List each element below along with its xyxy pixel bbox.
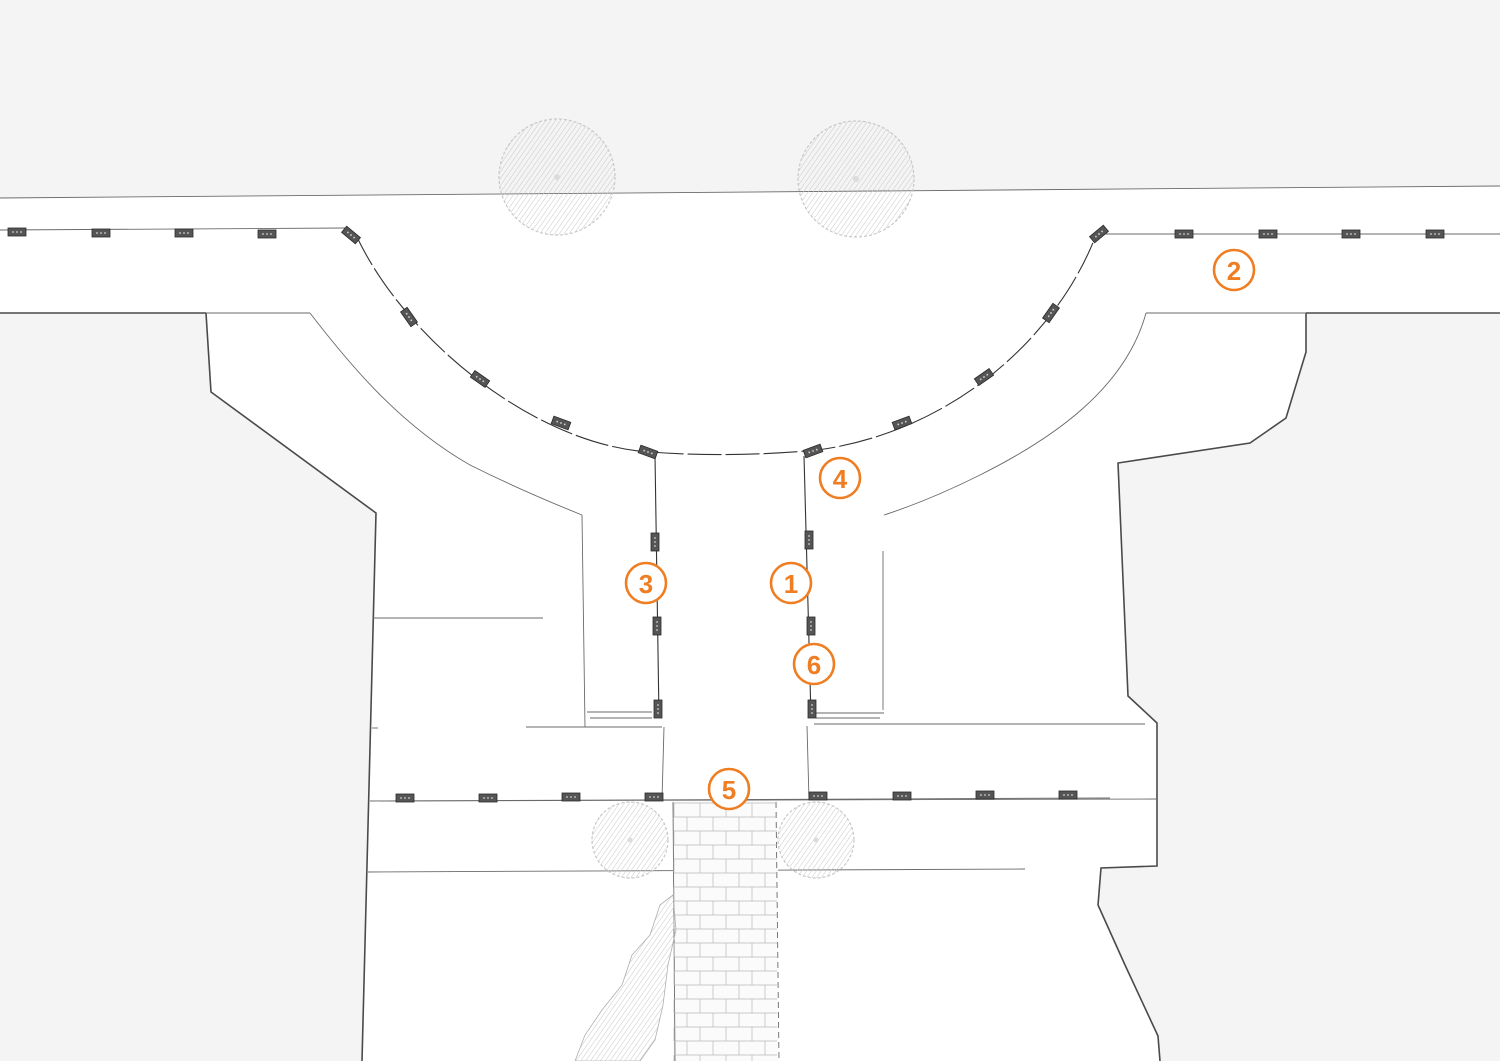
bollard: [653, 699, 663, 719]
bollard: [650, 532, 660, 552]
marker-3-label: 3: [639, 569, 653, 599]
bollard: [806, 616, 816, 636]
marker-4: 4: [818, 456, 862, 500]
pavement-area: [0, 186, 1500, 1061]
bollard: [395, 793, 415, 803]
bollard: [973, 368, 995, 386]
marker-6-label: 6: [807, 650, 821, 680]
marker-2-label: 2: [1227, 256, 1241, 286]
bollard: [807, 699, 817, 719]
bollard: [174, 228, 194, 238]
bollard: [469, 370, 491, 388]
shrub-planting: [574, 894, 677, 1061]
bollard: [975, 790, 995, 800]
tree-canopy-2: [797, 120, 915, 238]
marker-1: 1: [769, 561, 813, 605]
bollard: [637, 444, 659, 460]
bollard: [91, 228, 111, 238]
bollard: [1088, 224, 1110, 244]
bollard: [1258, 229, 1278, 239]
bollard: [804, 530, 814, 550]
bollard: [891, 415, 913, 431]
bollard: [550, 415, 572, 431]
bollard: [644, 792, 664, 802]
marker-5: 5: [707, 767, 751, 811]
marker-5-label: 5: [722, 775, 736, 805]
right-site-boundary: [1097, 313, 1307, 1061]
bollard: [400, 306, 418, 328]
marker-6: 6: [792, 642, 836, 686]
road-edge-top: [0, 185, 1500, 199]
bollard: [7, 227, 27, 237]
marker-2: 2: [1212, 248, 1256, 292]
bollard: [478, 793, 498, 803]
bollard: [1174, 229, 1194, 239]
bollard: [561, 792, 581, 802]
tree-group: [498, 118, 915, 879]
tree-canopy-4: [777, 801, 855, 879]
bollard: [652, 616, 662, 636]
bollard: [340, 225, 362, 245]
bollard: [1058, 790, 1078, 800]
bollard: [808, 791, 828, 801]
left-site-boundary: [205, 312, 377, 1061]
tree-canopy-1: [498, 118, 616, 236]
bollard: [1341, 229, 1361, 239]
paver-walkway: [672, 801, 780, 1061]
bollard: [1042, 302, 1060, 324]
marker-3: 3: [624, 561, 668, 605]
bollard: [802, 443, 824, 459]
tree-canopy-3: [591, 801, 669, 879]
bollard: [1425, 229, 1445, 239]
marker-1-label: 1: [784, 569, 798, 599]
bollard: [892, 791, 912, 801]
plaza-arc-curb: [355, 234, 1097, 456]
bollard-group: [7, 224, 1445, 803]
bollard: [257, 229, 277, 239]
marker-4-label: 4: [833, 464, 848, 494]
